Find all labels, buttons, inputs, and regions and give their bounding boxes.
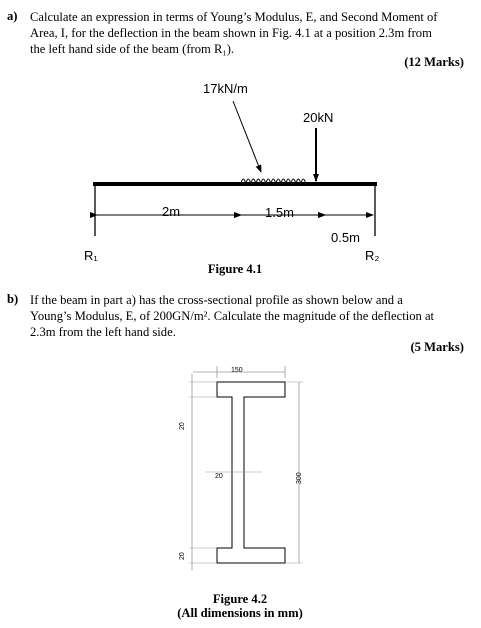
- udl-label: 17kN/m: [203, 81, 248, 96]
- figure-4-2-caption: Figure 4.2: [212, 592, 268, 606]
- point-load-label: 20kN: [303, 110, 334, 125]
- bottom-flange-thickness-label: 20: [179, 552, 186, 560]
- part-b-label: b): [7, 292, 19, 306]
- udl-coils: [240, 178, 307, 185]
- i-beam-section: [216, 381, 286, 564]
- figure-4-1-caption: Figure 4.1: [207, 262, 263, 276]
- r2-label: R₂: [365, 248, 380, 263]
- part-b-marks: (5 Marks): [410, 340, 464, 354]
- part-b-line-3: 2.3m from the left hand side.: [30, 325, 176, 339]
- part-b-question: If the beam in part a) has the cross-sec…: [30, 292, 465, 340]
- figure-4-2-subcaption: (All dimensions in mm): [177, 606, 303, 620]
- flange-width-label: 150: [231, 367, 243, 374]
- part-a-line-2: Area, I, for the deflection in the beam …: [30, 26, 432, 40]
- udl-arrow: [232, 100, 262, 173]
- part-a-label: a): [7, 9, 18, 23]
- part-a-line-1: Calculate an expression in terms of Youn…: [30, 10, 438, 24]
- part-a-line-3: the left hand side of the beam (from R₁)…: [30, 42, 235, 56]
- part-a-marks: (12 Marks): [404, 55, 464, 69]
- height-label: 300: [296, 472, 303, 484]
- span2-label: 1.5m: [265, 205, 294, 220]
- span1-label: 2m: [162, 204, 181, 219]
- span3-label: 0.5m: [331, 230, 360, 245]
- part-b-line-2: Young’s Modulus, E, of 200GN/m². Calcula…: [30, 309, 435, 323]
- web-thickness-label: 20: [215, 473, 223, 480]
- part-a-question: Calculate an expression in terms of Youn…: [30, 9, 465, 57]
- part-b-line-1: If the beam in part a) has the cross-sec…: [30, 293, 403, 307]
- top-flange-thickness-label: 20: [179, 422, 186, 430]
- r1-label: R₁: [84, 248, 98, 263]
